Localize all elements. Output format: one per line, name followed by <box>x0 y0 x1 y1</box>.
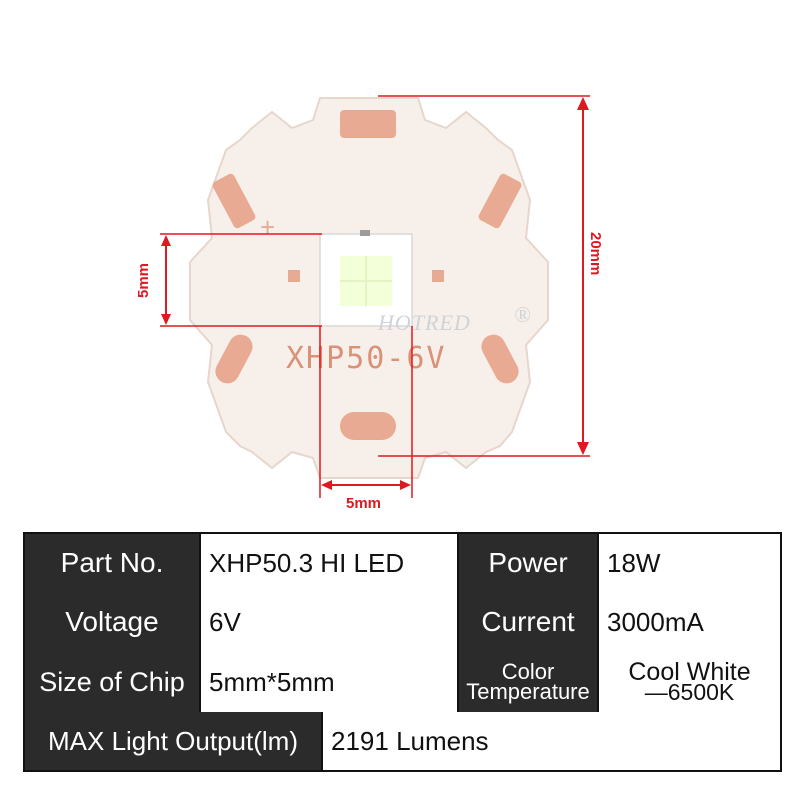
dim-chip-h-arrow-top <box>161 235 171 246</box>
dim-chip-height-label: 5mm <box>135 263 152 298</box>
pad-bottom <box>340 412 396 440</box>
spec-row-part: Part No. XHP50.3 HI LED Power 18W <box>25 534 780 594</box>
dim-height-label: 20mm <box>587 232 604 275</box>
current-value: 3000mA <box>597 592 780 652</box>
dim-chip-w-arrow-right <box>400 480 411 490</box>
voltage-label: Voltage <box>25 592 199 652</box>
dim-chip-width-label: 5mm <box>346 495 381 512</box>
pad-lower-left <box>215 334 253 384</box>
max-output-label: MAX Light Output(lm) <box>25 712 321 770</box>
pad-top <box>340 110 396 138</box>
power-label: Power <box>457 534 597 592</box>
color-temp-value-line1: Cool White <box>628 658 751 686</box>
color-temp-value: Cool White —6500K <box>597 652 780 712</box>
led-package-notch <box>360 230 370 236</box>
color-temp-label-line2: Temperature <box>466 679 590 704</box>
watermark: HOTRED <box>377 310 471 335</box>
current-label: Current <box>457 592 597 652</box>
part-no-label: Part No. <box>25 534 199 592</box>
pad-lower-right <box>481 334 519 384</box>
max-output-value: 2191 Lumens <box>321 712 780 770</box>
chip-size-value: 5mm*5mm <box>199 652 457 712</box>
color-temp-label-line1: Color <box>501 659 555 684</box>
color-temp-label: Color Temperature <box>457 652 597 712</box>
dim-height-arrow-bottom <box>577 442 589 455</box>
via-left <box>288 270 300 282</box>
voltage-value: 6V <box>199 592 457 652</box>
via-right <box>432 270 444 282</box>
led-board-diagram: + HOTRED ® XHP50-6V 20mm 5mm 5mm <box>135 95 604 512</box>
color-temp-value-line2: —6500K <box>644 679 735 705</box>
spec-row-output: MAX Light Output(lm) 2191 Lumens <box>25 712 780 770</box>
pad-upper-right <box>478 173 522 229</box>
spec-table: Part No. XHP50.3 HI LED Power 18W Voltag… <box>23 532 782 772</box>
dim-chip-w-arrow-left <box>321 480 332 490</box>
spec-row-chip: Size of Chip 5mm*5mm Color Temperature C… <box>25 652 780 714</box>
polarity-mark: + <box>260 212 275 242</box>
chip-size-label: Size of Chip <box>25 652 199 712</box>
part-no-value: XHP50.3 HI LED <box>199 534 457 592</box>
dim-height-arrow-top <box>577 97 589 110</box>
power-value: 18W <box>597 534 780 592</box>
pad-upper-left <box>212 173 256 229</box>
pcb-marking: XHP50-6V <box>286 341 447 376</box>
spec-row-voltage: Voltage 6V Current 3000mA <box>25 592 780 654</box>
dim-chip-h-arrow-bottom <box>161 314 171 325</box>
watermark-registered: ® <box>514 302 532 327</box>
